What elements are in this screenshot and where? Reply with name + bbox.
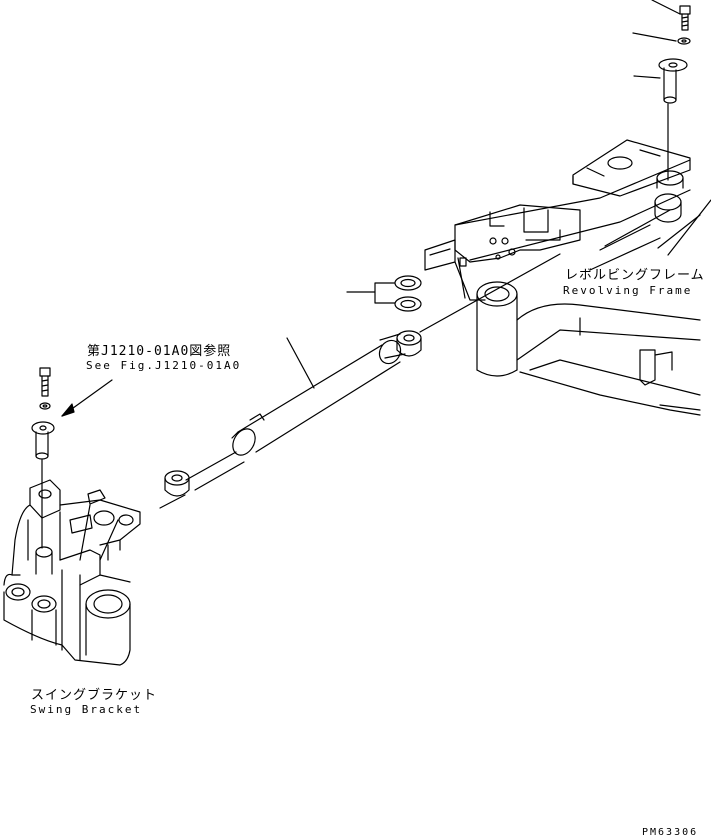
drawing-code: PM63306	[642, 827, 699, 838]
left-washer-icon	[39, 402, 51, 410]
top-bolt-icon	[679, 5, 691, 31]
top-pin-icon	[658, 58, 688, 104]
revolving-frame-label-en: Revolving Frame	[563, 284, 693, 297]
top-washer-icon	[677, 37, 691, 45]
swing-bracket-label-jp: スイングブラケット	[31, 688, 158, 703]
revolving-frame-label-jp: レボルビングフレーム	[565, 268, 705, 283]
swing-bracket-label-en: Swing Bracket	[30, 703, 143, 716]
reference-label-jp: 第J1210-01A0図参照	[87, 344, 232, 359]
left-bolt-icon	[39, 367, 51, 397]
shim-icon	[394, 275, 422, 312]
swing-bracket	[3, 479, 141, 666]
revolving-frame	[424, 139, 701, 416]
swing-cylinder-icon	[164, 330, 422, 497]
reference-label-en: See Fig.J1210-01A0	[86, 359, 242, 372]
left-pin-icon	[31, 421, 55, 460]
